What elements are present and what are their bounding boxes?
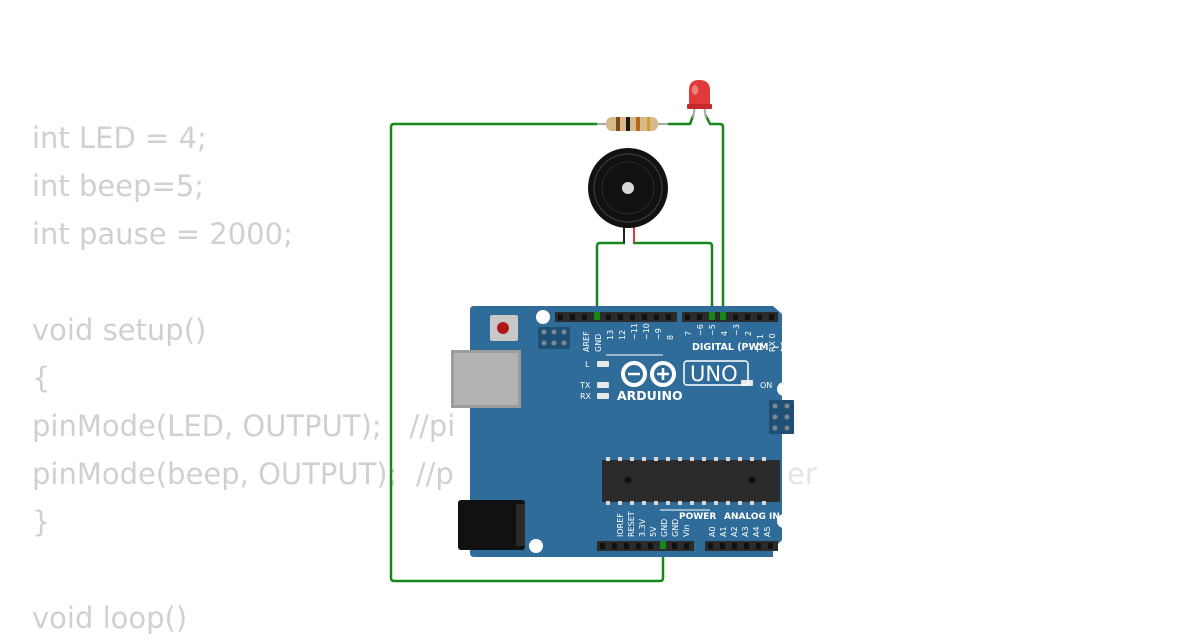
pin-label-13: 13 — [606, 330, 615, 340]
brand-label: ARDUINO — [617, 388, 683, 403]
pin-label-aref: AREF — [582, 331, 591, 352]
pin-label-9: ~9 — [654, 328, 663, 340]
pin-label-a0: A0 — [708, 526, 717, 537]
mounting-hole — [529, 539, 543, 553]
wire-buzzer-to-gnd[interactable] — [595, 241, 626, 318]
pin-label-5: ~5 — [708, 324, 717, 336]
pin-label-gnd1: GND — [660, 519, 669, 537]
pin-label-3v3: 3.3V — [638, 518, 647, 537]
power-jack-icon — [458, 500, 525, 550]
wire-resistor-to-gnd[interactable] — [389, 122, 665, 583]
code-line[interactable]: pinMode(LED, OUTPUT); //pi — [32, 409, 456, 443]
analog-header[interactable] — [705, 541, 778, 551]
pin-label-12: 12 — [618, 330, 627, 340]
digital-label: DIGITAL (PWM ~) — [692, 342, 784, 353]
usb-connector-icon — [451, 350, 521, 408]
power-header[interactable] — [597, 541, 694, 551]
pin-label-a5: A5 — [763, 526, 772, 537]
reset-button[interactable] — [490, 315, 518, 341]
icsp-header — [538, 327, 570, 349]
pin-label-3: ~3 — [732, 324, 741, 336]
wire-led-to-resistor[interactable] — [666, 114, 695, 126]
pin-label-reset: RESET — [627, 511, 636, 537]
pin-label-8: 8 — [666, 335, 675, 340]
pin-label-a3: A3 — [741, 526, 750, 537]
pin-label-6: ~6 — [696, 324, 705, 336]
code-line[interactable]: pinMode(beep, OUTPUT); //p — [32, 457, 454, 491]
pin-label-11: ~11 — [630, 323, 639, 340]
top-pin-labels: AREF GND 13 12 ~11 ~10 ~9 8 7 ~6 ~5 4 ~3… — [582, 323, 777, 353]
pin-label-tx1: TX 1 — [756, 334, 765, 353]
status-leds: L TX RX ON — [579, 360, 772, 401]
pin-label-2: 2 — [744, 331, 753, 336]
pin-label-10: ~10 — [642, 323, 651, 340]
code-line[interactable]: } — [32, 505, 51, 539]
code-line[interactable]: { — [32, 361, 51, 395]
model-label: UNO — [690, 362, 738, 386]
pin-label-rx0: RX 0 — [768, 333, 777, 352]
digital-header[interactable] — [555, 312, 778, 322]
power-label: POWER — [679, 512, 716, 522]
analog-pin-labels: A0 A1 A2 A3 A4 A5 — [708, 526, 772, 537]
wire-endpoints — [594, 312, 726, 549]
rx-led-label: RX — [580, 392, 592, 401]
code-line[interactable]: int LED = 4; — [32, 121, 207, 155]
piezo-buzzer-icon[interactable] — [588, 148, 668, 243]
pin-label-a4: A4 — [752, 526, 761, 537]
analog-label: ANALOG IN — [724, 512, 780, 522]
wire-buzzer-to-pin5[interactable] — [632, 241, 714, 318]
wires — [389, 114, 725, 583]
on-led-label: ON — [760, 381, 772, 390]
pin-label-a1: A1 — [719, 526, 728, 537]
code-line[interactable]: int beep=5; — [32, 169, 205, 203]
pin-label-gnd2: GND — [671, 519, 680, 537]
pin-label-ioref: IOREF — [616, 513, 625, 537]
pin-label-5v: 5V — [649, 526, 658, 537]
mounting-hole — [777, 514, 791, 528]
pin-label-a2: A2 — [730, 526, 739, 537]
led-icon[interactable] — [687, 80, 712, 119]
arduino-logo-icon — [621, 361, 676, 387]
pin-label-gnd: GND — [594, 334, 603, 352]
wire-led-to-pin4[interactable] — [704, 114, 725, 318]
mounting-hole — [777, 382, 791, 396]
pin-label-7: 7 — [684, 331, 693, 336]
icsp2-header — [769, 400, 794, 434]
code-line[interactable]: int pause = 2000; — [32, 217, 293, 251]
model-label-box — [683, 360, 749, 386]
l-led-label: L — [585, 360, 590, 369]
code-editor[interactable]: int LED = 4; int beep=5; int pause = 2000;… — [32, 114, 455, 642]
code-line[interactable]: void loop() — [32, 601, 188, 635]
pin-label-vin: Vin — [682, 524, 691, 537]
resistor-icon[interactable] — [597, 117, 668, 131]
power-pin-labels: IOREF RESET 3.3V 5V GND GND Vin — [616, 511, 691, 537]
code-line[interactable]: void setup() — [32, 313, 207, 347]
atmega-chip-icon — [602, 457, 780, 505]
tx-led-label: TX — [579, 381, 591, 390]
mounting-hole — [536, 310, 550, 324]
arduino-uno-board[interactable]: AREF GND 13 12 ~11 ~10 ~9 8 7 ~6 ~5 4 ~3… — [451, 306, 794, 557]
pin-label-4: 4 — [720, 331, 729, 336]
